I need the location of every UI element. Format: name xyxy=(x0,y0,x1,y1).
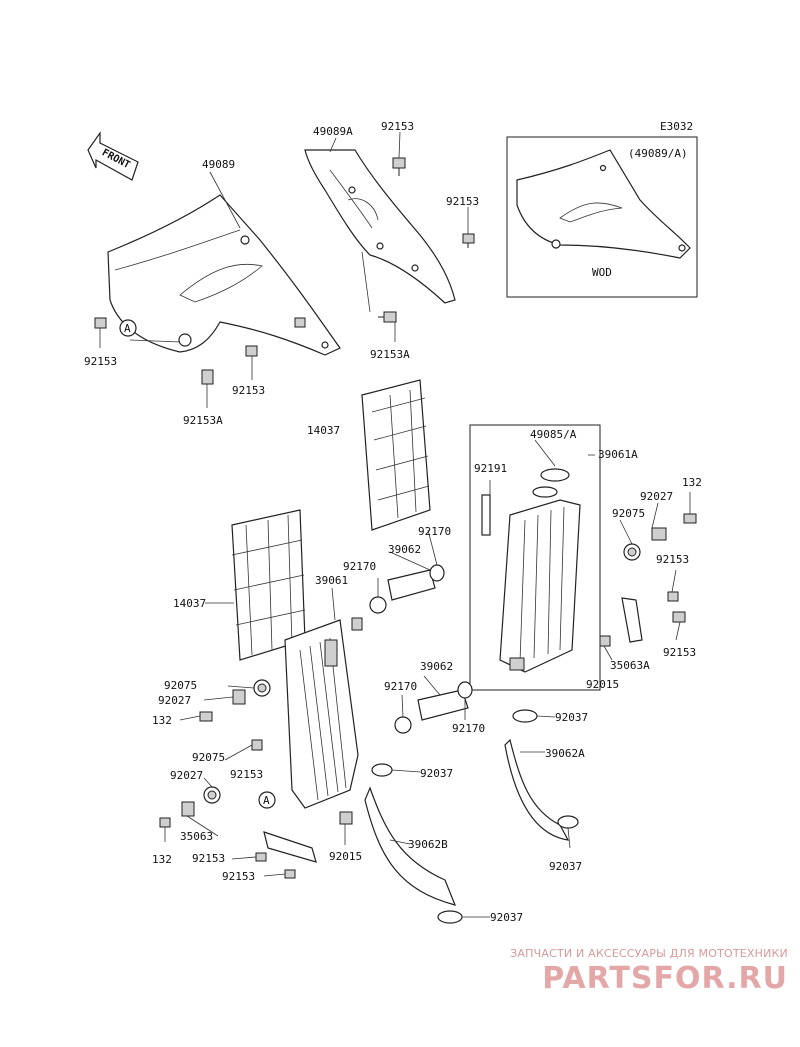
part-number-label: 92075 xyxy=(612,507,645,520)
part-number-label: 92153 xyxy=(446,195,479,208)
part-number-label: 14037 xyxy=(307,424,340,437)
part-number-label: 49089 xyxy=(202,158,235,171)
part-number-label: 92153 xyxy=(656,553,689,566)
part-number-label: 39062B xyxy=(408,838,448,851)
part-number-label: 92015 xyxy=(329,850,362,863)
radiator-right xyxy=(469,424,697,691)
part-number-label: 132 xyxy=(152,714,172,727)
part-number-label: 92153A xyxy=(370,348,410,361)
part-number-label: 92153 xyxy=(222,870,255,883)
part-number-label: 92153 xyxy=(192,852,225,865)
part-number-label: 92170 xyxy=(418,525,451,538)
part-number-label: 39062 xyxy=(420,660,453,673)
part-number-label: 39062 xyxy=(388,543,421,556)
part-number-label: 92170 xyxy=(384,680,417,693)
front-arrow-icon: FRONT xyxy=(87,131,139,181)
inset-title: (49089/A) xyxy=(628,147,688,160)
inset-variant: WOD xyxy=(592,266,612,279)
watermark-logo: PARTSFOR.RU xyxy=(542,961,788,996)
hoses xyxy=(255,564,579,924)
part-number-label: 92153A xyxy=(183,414,223,427)
part-number-label: 92037 xyxy=(420,767,453,780)
part-number-label: 92153 xyxy=(230,768,263,781)
part-number-label: 92075 xyxy=(164,679,197,692)
callout-letter: A xyxy=(124,322,131,335)
radiator-shroud-left xyxy=(107,194,341,356)
part-number-label: 132 xyxy=(682,476,702,489)
part-number-label: 92027 xyxy=(170,769,203,782)
inset-box: (49089/A) WOD xyxy=(506,136,698,298)
part-number-label: 92153 xyxy=(84,355,117,368)
part-number-label: 92191 xyxy=(474,462,507,475)
diagram-code: E3032 xyxy=(660,120,693,133)
part-number-label: 35063 xyxy=(180,830,213,843)
callout-a-top: A xyxy=(119,319,137,337)
bolt-icon xyxy=(94,157,475,385)
part-number-label: 92037 xyxy=(549,860,582,873)
watermark-caption: ЗАПЧАСТИ И АКСЕССУАРЫ ДЛЯ МОТОТЕХНИКИ xyxy=(510,947,788,960)
part-number-label: 92027 xyxy=(640,490,673,503)
part-number-label: 92170 xyxy=(452,722,485,735)
part-number-label: 92153 xyxy=(381,120,414,133)
part-number-label: 92075 xyxy=(192,751,225,764)
part-number-label: 39061 xyxy=(315,574,348,587)
part-number-label: 92037 xyxy=(490,911,523,924)
radiator-guard-top xyxy=(361,379,431,531)
part-number-label: 92153 xyxy=(232,384,265,397)
part-number-label: 35063A xyxy=(610,659,650,672)
radiator-left xyxy=(159,617,363,828)
part-number-label: 92027 xyxy=(158,694,191,707)
part-number-label: 14037 xyxy=(173,597,206,610)
part-number-label: 92037 xyxy=(555,711,588,724)
part-number-label: 92015 xyxy=(586,678,619,691)
part-number-label: 132 xyxy=(152,853,172,866)
part-number-label: 49089A xyxy=(313,125,353,138)
part-number-label: 39061A xyxy=(598,448,638,461)
callout-a-bottom: A xyxy=(258,791,276,809)
part-number-label: 49085/A xyxy=(530,428,577,441)
radiator-guard-left xyxy=(205,509,306,661)
radiator-shroud-right xyxy=(304,149,456,304)
callout-letter: A xyxy=(263,794,270,807)
part-number-label: 92170 xyxy=(343,560,376,573)
leader-lines-top xyxy=(99,131,469,408)
leader-lines-lower xyxy=(164,439,691,918)
part-number-label: 92153 xyxy=(663,646,696,659)
part-number-label: 39062A xyxy=(545,747,585,760)
